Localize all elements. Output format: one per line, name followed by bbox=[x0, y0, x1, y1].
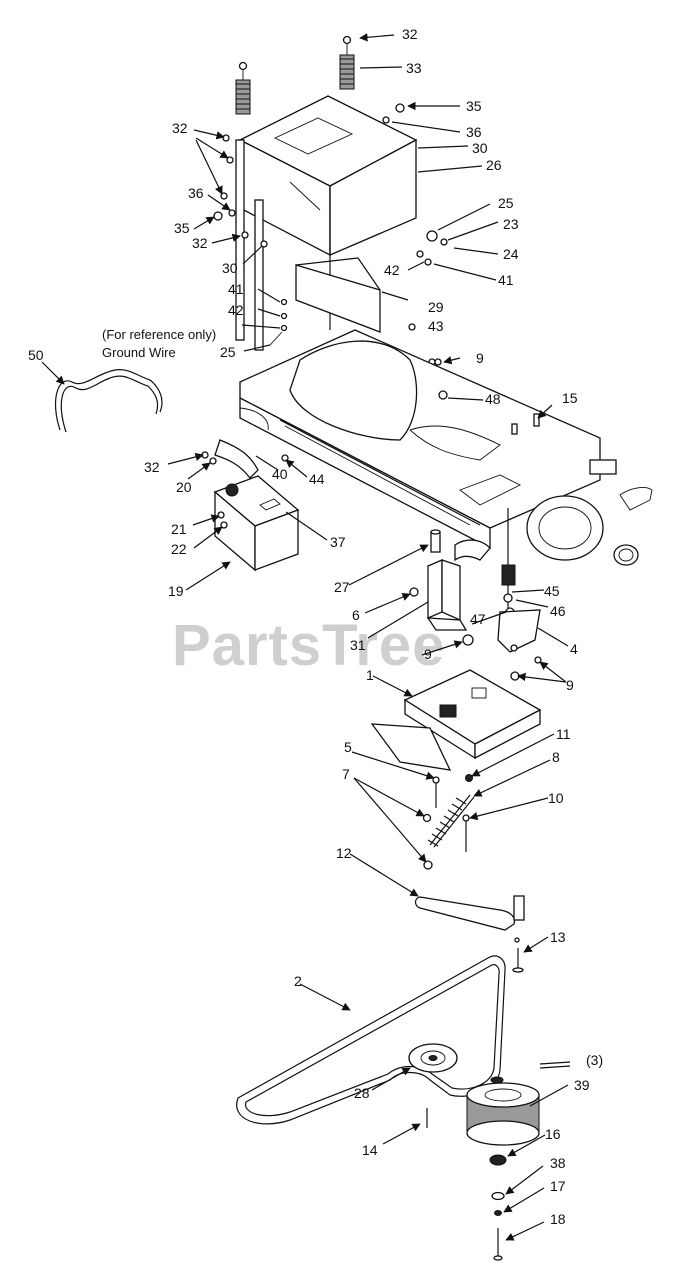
callout-26: 26 bbox=[486, 157, 502, 173]
callout-4: 4 bbox=[570, 641, 578, 657]
linkage-45-47 bbox=[454, 508, 516, 617]
callout-38: 38 bbox=[550, 1155, 566, 1171]
callout-14: 14 bbox=[362, 1142, 378, 1158]
callout-1: 1 bbox=[366, 667, 374, 683]
callout-36: 36 bbox=[188, 185, 204, 201]
bracket-29 bbox=[295, 257, 381, 333]
callout-44: 44 bbox=[309, 471, 325, 487]
callout-42: 42 bbox=[228, 302, 244, 318]
callout-9: 9 bbox=[566, 677, 574, 693]
callout-5: 5 bbox=[344, 739, 352, 755]
nuts-9 bbox=[462, 634, 542, 681]
ground-wire-note: Ground Wire bbox=[102, 345, 176, 360]
callout-32: 32 bbox=[402, 26, 418, 42]
ground-wire bbox=[269, 331, 283, 346]
callout-36: 36 bbox=[466, 124, 482, 140]
callout-24: 24 bbox=[503, 246, 519, 262]
callout-18: 18 bbox=[550, 1211, 566, 1227]
spring-left bbox=[235, 61, 251, 115]
callout-30: 30 bbox=[472, 140, 488, 156]
callout-2: 2 bbox=[294, 973, 302, 989]
callout-15: 15 bbox=[562, 390, 578, 406]
callout-47: 47 bbox=[470, 611, 486, 627]
callout-13: 13 bbox=[550, 929, 566, 945]
callout-11: 11 bbox=[556, 726, 571, 742]
callout-21: 21 bbox=[171, 521, 187, 537]
callout-3: (3) bbox=[586, 1052, 603, 1068]
battery-tray-40 bbox=[214, 407, 269, 479]
callout-labels: 32 33 35 36 30 26 25 23 24 41 42 29 43 9… bbox=[28, 26, 603, 1227]
belt-2 bbox=[236, 955, 506, 1125]
callout-27: 27 bbox=[334, 579, 350, 595]
callout-42: 42 bbox=[384, 262, 400, 278]
callout-16: 16 bbox=[545, 1126, 561, 1142]
pivot-ring bbox=[526, 495, 639, 566]
belt-50 bbox=[54, 368, 163, 433]
main-frame-48 bbox=[239, 329, 653, 550]
callout-23: 23 bbox=[503, 216, 519, 232]
callout-8: 8 bbox=[552, 749, 560, 765]
callout-41: 41 bbox=[228, 281, 244, 297]
callout-10: 10 bbox=[548, 790, 564, 806]
idler-arm-12 bbox=[414, 895, 525, 931]
spring-33 bbox=[339, 35, 355, 90]
callout-32: 32 bbox=[144, 459, 160, 475]
callout-35: 35 bbox=[174, 220, 190, 236]
callout-37: 37 bbox=[330, 534, 346, 550]
callout-17: 17 bbox=[550, 1178, 566, 1194]
plate-1 bbox=[370, 669, 542, 771]
callout-25: 25 bbox=[498, 195, 514, 211]
callout-31: 31 bbox=[350, 637, 366, 653]
callout-19: 19 bbox=[168, 583, 184, 599]
callout-6: 6 bbox=[352, 607, 360, 623]
callout-41: 41 bbox=[498, 272, 514, 288]
callout-20: 20 bbox=[176, 479, 192, 495]
battery-19 bbox=[213, 475, 300, 572]
clutch-39 bbox=[466, 1061, 571, 1146]
callout-25: 25 bbox=[220, 344, 236, 360]
callout-29: 29 bbox=[428, 299, 444, 315]
clutch-hardware bbox=[426, 1108, 507, 1261]
callout-30: 30 bbox=[222, 260, 238, 276]
pulley-28 bbox=[408, 1043, 458, 1073]
callout-12: 12 bbox=[336, 845, 352, 861]
callout-46: 46 bbox=[550, 603, 566, 619]
bracket-4 bbox=[497, 609, 541, 653]
callout-32: 32 bbox=[172, 120, 188, 136]
callout-35: 35 bbox=[466, 98, 482, 114]
spring-assembly bbox=[422, 774, 475, 870]
bracket-31 bbox=[426, 559, 468, 631]
bolt-13 bbox=[512, 937, 524, 973]
callout-28: 28 bbox=[354, 1085, 370, 1101]
seat-bracket bbox=[235, 95, 418, 351]
callout-9: 9 bbox=[424, 646, 432, 662]
pin-27 bbox=[430, 529, 441, 553]
callout-39: 39 bbox=[574, 1077, 590, 1093]
hardware-top bbox=[213, 103, 448, 366]
callout-32: 32 bbox=[192, 235, 208, 251]
callout-48: 48 bbox=[485, 391, 501, 407]
callout-43: 43 bbox=[428, 318, 444, 334]
watermark: PartsTree bbox=[172, 613, 445, 678]
callout-9: 9 bbox=[476, 350, 484, 366]
callout-22: 22 bbox=[171, 541, 187, 557]
ground-wire-ref-note: (For reference only) bbox=[102, 327, 216, 342]
callout-50: 50 bbox=[28, 347, 44, 363]
callout-33: 33 bbox=[406, 60, 422, 76]
callout-45: 45 bbox=[544, 583, 560, 599]
callout-40: 40 bbox=[272, 466, 288, 482]
leader-lines bbox=[41, 33, 569, 1241]
callout-7: 7 bbox=[342, 766, 350, 782]
